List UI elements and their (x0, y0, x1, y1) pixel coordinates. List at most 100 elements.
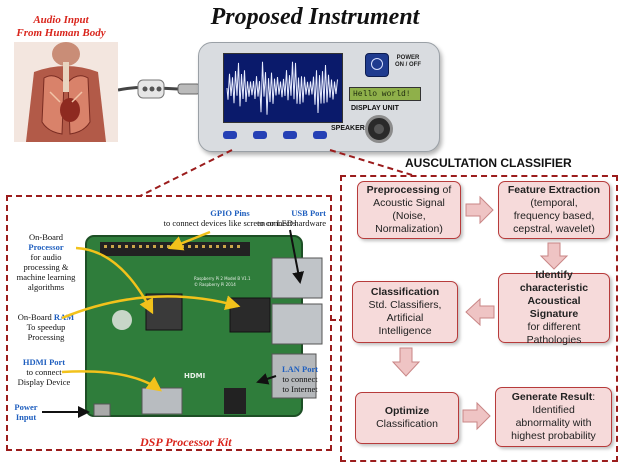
result-line2: Identified (532, 404, 575, 416)
identify-title1: Identify (535, 269, 573, 281)
processor-pre: On-Board (29, 232, 63, 242)
hdmi-desc2: Display Device (17, 377, 71, 387)
raspberry-logo-icon (112, 310, 132, 330)
hdmi-title: HDMI Port (22, 357, 66, 367)
classification-box: Classification Std. Classifiers, Artific… (352, 281, 458, 343)
arrow-right-2 (462, 401, 491, 431)
usb-annotation: USB Port to connect hardware (244, 208, 326, 228)
gpio-annotation: GPIO Pins to connect devices like screen… (160, 208, 300, 228)
speaker-dial[interactable] (365, 115, 393, 143)
audio-input-line2: From Human Body (16, 27, 106, 39)
classification-line2: Std. Classifiers, (368, 299, 442, 311)
preprocessing-of: of (439, 184, 452, 196)
gpio-desc: to connect devices like screen or LEDs (163, 218, 297, 228)
instrument-device: POWER ON / OFF Hello world! DISPLAY UNIT… (198, 42, 440, 152)
hdmi-pointer-arrow (61, 370, 163, 392)
classification-line3: Artificial (386, 312, 424, 324)
board-silk-text2: © Raspberry Pi 2014 (194, 282, 236, 287)
ram-pre: On-Board (17, 312, 52, 322)
device-button-1[interactable] (223, 131, 237, 139)
waveform-screen (223, 53, 343, 123)
human-torso-image (14, 42, 118, 142)
lan-title: LAN Port (281, 364, 319, 374)
hdmi-desc1: to connect (26, 367, 62, 377)
device-button-4[interactable] (313, 131, 327, 139)
identify-signature-box: Identify characteristic Acoustical Signa… (498, 269, 610, 346)
identify-title2: characteristic (519, 282, 589, 294)
audio-jack (224, 388, 246, 414)
power-input-title1: Power (14, 402, 38, 412)
identify-title3: Acoustical Signature (527, 295, 581, 320)
raspberry-pi-board: Raspberry Pi 2 Model B V1.1 © Raspberry … (85, 235, 323, 417)
processor-desc1: for audio (30, 252, 62, 262)
feature-line4: cepstral, wavelet) (513, 223, 595, 235)
arrow-left-1 (465, 297, 495, 327)
optimize-title: Optimize (384, 405, 430, 417)
power-button[interactable] (365, 53, 389, 77)
speaker-label: SPEAKER (331, 125, 365, 132)
classifier-panel (340, 175, 618, 462)
power-icon (371, 58, 383, 70)
page-title: Proposed Instrument (210, 4, 420, 30)
device-button-2[interactable] (253, 131, 267, 139)
classification-line4: Intelligence (378, 325, 432, 337)
preprocessing-box: Preprocessing of Acoustic Signal (Noise,… (357, 181, 461, 239)
audio-input-label: Audio Input From Human Body (6, 14, 116, 40)
result-colon: : (592, 391, 596, 403)
preprocessing-line3: (Noise, (392, 210, 426, 222)
power-input-annotation: Power Input (8, 402, 44, 422)
arrow-down-2 (391, 347, 421, 377)
dsp-kit-label: DSP Processor Kit (140, 435, 232, 449)
usb-pointer-arrow (289, 229, 305, 284)
processor-pointer-arrow (75, 246, 154, 315)
processor-desc3: machine learning (16, 272, 76, 282)
feature-title: Feature Extraction (507, 184, 601, 196)
dsp-panel (6, 195, 332, 451)
board-silk-text1: Raspberry Pi 2 Model B V1.1 (194, 276, 251, 281)
ram-desc2: Processing (27, 332, 65, 342)
device-button-3[interactable] (283, 131, 297, 139)
lan-desc2: to Internet (282, 384, 318, 394)
feature-line2: (temporal, (530, 197, 578, 209)
processor-desc4: algorithms (27, 282, 65, 292)
on-off-text: ON / OFF (395, 62, 421, 68)
usb-desc: to connect hardware (257, 218, 326, 228)
gpio-pointer-arrow (167, 230, 211, 251)
lan-desc1: to connect (282, 374, 318, 384)
power-input-title2: Input (15, 412, 37, 422)
preprocessing-line4: Normalization) (375, 223, 443, 235)
result-line4: highest probability (511, 430, 596, 442)
lcd-display: Hello world! (349, 87, 421, 101)
processor-annotation: On-Board Processor for audio processing … (10, 232, 82, 292)
identify-line4: for different (527, 321, 581, 333)
hdmi-annotation: HDMI Port to connect Display Device (8, 357, 80, 387)
optimize-box: Optimize Classification (355, 392, 459, 444)
lan-annotation: LAN Port to connect to Internet (272, 364, 328, 394)
gpio-title: GPIO Pins (210, 208, 250, 218)
classification-title: Classification (370, 286, 440, 298)
ram-pointer-arrow (61, 295, 241, 320)
board-hdmi-silk: HDMI (184, 372, 205, 380)
power-text: POWER (396, 55, 420, 61)
hdmi-port (141, 387, 183, 415)
arrow-right-1 (465, 195, 494, 225)
power-label: POWER ON / OFF (395, 55, 421, 69)
feature-line3: frequency based, (513, 210, 595, 222)
preprocessing-title: Preprocessing (366, 184, 440, 196)
identify-line5: Pathologies (526, 334, 582, 346)
result-title: Generate Result (511, 391, 593, 403)
power-port (93, 403, 111, 417)
cable-connector (118, 79, 201, 99)
result-line3: abnormality with (515, 417, 592, 429)
display-unit-label: DISPLAY UNIT (351, 105, 399, 112)
lan-port (271, 353, 317, 399)
lan-pointer-arrow (256, 373, 277, 385)
preprocessing-line2: Acoustic Signal (373, 197, 445, 209)
processor-title: Processor (28, 242, 64, 252)
usb-title: USB Port (291, 208, 326, 218)
usb-port-lower (271, 303, 323, 345)
generate-result-box: Generate Result: Identified abnormality … (495, 387, 612, 447)
